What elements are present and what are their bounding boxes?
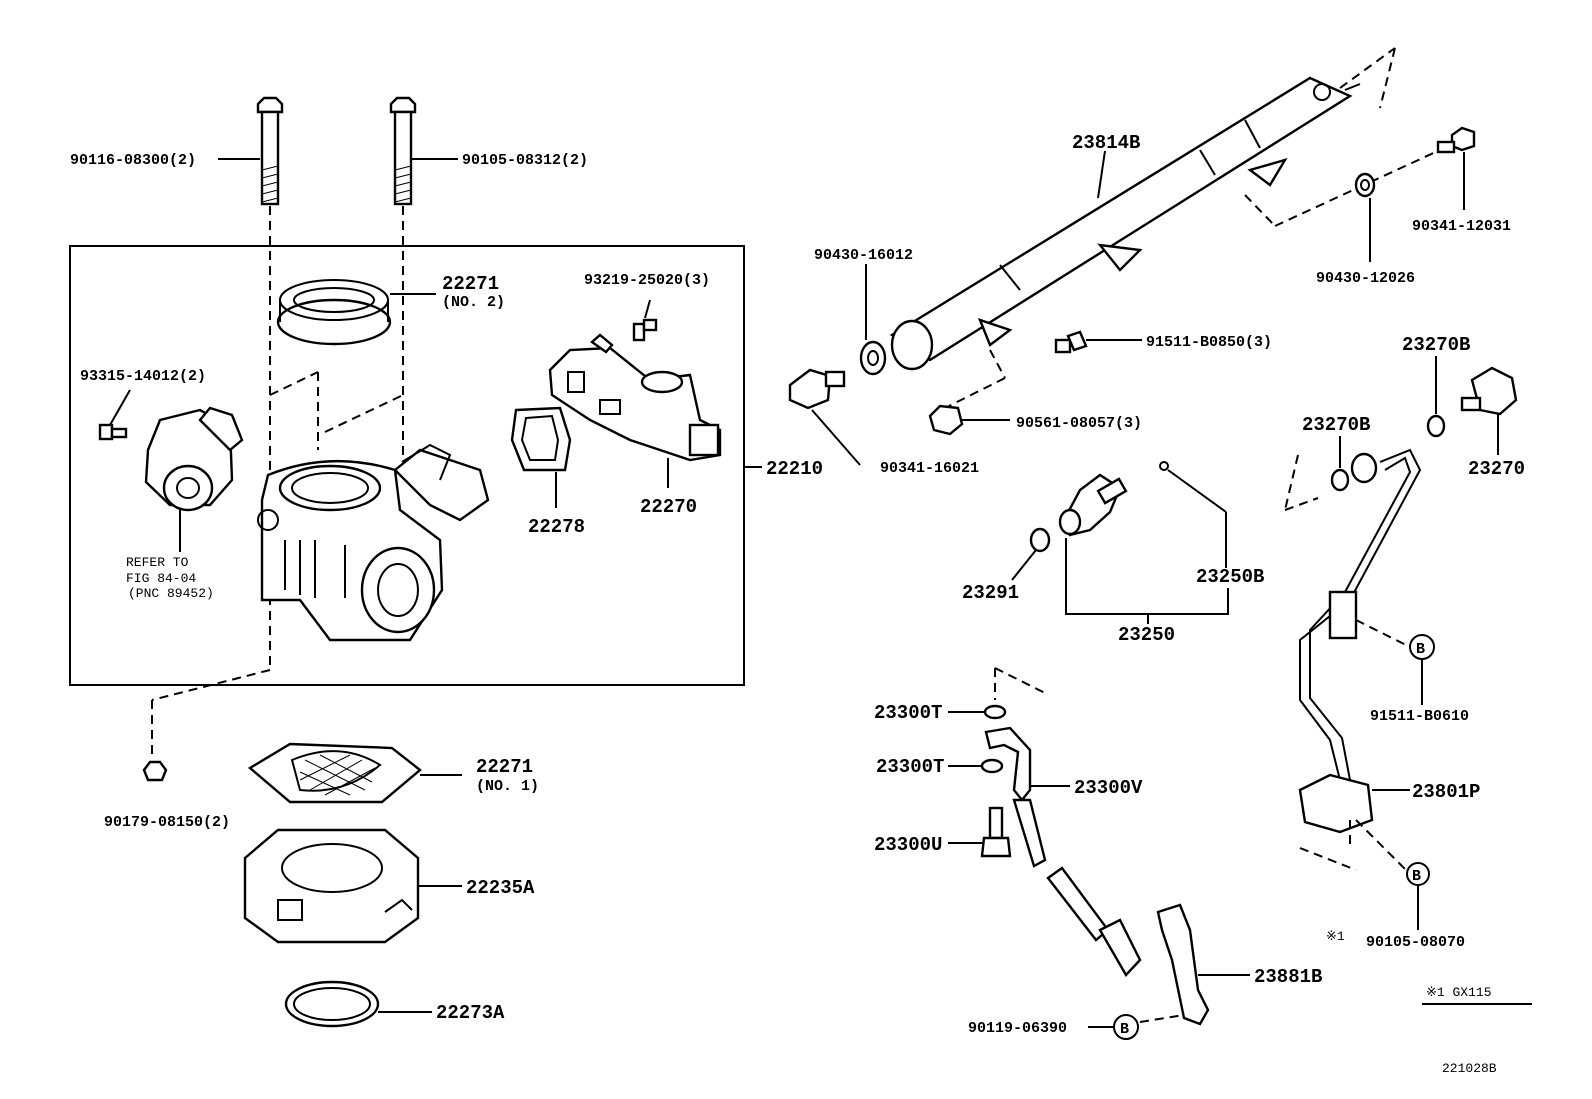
callout-b-left: B [1113, 1014, 1139, 1040]
collar-90561-08057 [928, 404, 964, 436]
washer-23270B-b [1426, 414, 1446, 438]
label-22273A: 22273A [436, 1002, 505, 1024]
bolt-91511-B0850 [1054, 330, 1088, 354]
gasket-22273A [284, 980, 380, 1028]
throttle-position-sensor [144, 406, 244, 512]
label-22271-no2: 22271 [442, 273, 499, 295]
label-23291: 23291 [962, 582, 1019, 604]
label-22271-no1: 22271 [476, 756, 533, 778]
callout-b-lower-text: B [1412, 868, 1421, 885]
spacer-22235A [243, 828, 420, 944]
union-bolt-90341-16021 [788, 368, 846, 410]
label-90561-08057: 90561-08057(3) [1016, 415, 1142, 432]
label-23270B-a: 23270B [1302, 414, 1370, 436]
footnote-gx115: ※1 GX115 [1426, 985, 1492, 1000]
callout-b-left-text: B [1120, 1021, 1129, 1038]
idle-air-control-valve [548, 333, 722, 462]
label-22235A: 22235A [466, 877, 535, 899]
callout-b-upper-text: B [1416, 641, 1425, 658]
label-90105-08070: 90105-08070 [1366, 934, 1465, 951]
label-23881B: 23881B [1254, 966, 1322, 988]
refer-note-line2: FIG 84-04 [126, 571, 196, 586]
throttle-body [257, 443, 490, 642]
screw-93219-25020 [632, 318, 658, 342]
label-22278: 22278 [528, 516, 585, 538]
washer-90430-16012 [859, 340, 887, 376]
throttle-body-assembly-box [69, 245, 745, 686]
label-22270: 22270 [640, 496, 697, 518]
label-mark-x1: ※1 [1326, 929, 1345, 944]
label-90341-12031: 90341-12031 [1412, 218, 1511, 235]
bolt-23300U [980, 806, 1012, 858]
figure-id: 221028B [1442, 1061, 1497, 1076]
bolt-90116-08300 [256, 96, 284, 206]
label-23801P: 23801P [1412, 781, 1480, 803]
gasket-22278 [510, 406, 572, 472]
label-22271-no1-sub: (NO. 1) [476, 778, 539, 795]
o-ring-23250B [1159, 461, 1169, 471]
label-90116-08300: 90116-08300(2) [70, 152, 196, 169]
label-23250: 23250 [1118, 624, 1175, 646]
label-90341-16021: 90341-16021 [880, 460, 979, 477]
fuel-hose-23300V [984, 726, 1142, 978]
label-23270: 23270 [1468, 458, 1525, 480]
label-23300T-a: 23300T [874, 702, 942, 724]
refer-note-line1: REFER TO [126, 555, 189, 570]
gasket-22271-no2 [276, 279, 392, 346]
label-22210: 22210 [766, 458, 823, 480]
fuel-injector-23250 [1058, 473, 1128, 537]
callout-b-upper: B [1409, 634, 1435, 660]
callout-b-lower: B [1406, 862, 1430, 886]
label-23270B-b: 23270B [1402, 334, 1470, 356]
label-90179-08150: 90179-08150(2) [104, 814, 230, 831]
label-93315-14012: 93315-14012(2) [80, 368, 206, 385]
label-90119-06390: 90119-06390 [968, 1020, 1067, 1037]
label-93219-25020: 93219-25020(3) [584, 272, 710, 289]
bolt-90341-12031 [1436, 126, 1476, 154]
bolt-90105-08312 [389, 96, 417, 206]
screw-93315-14012 [98, 423, 128, 441]
bolt-90179-08150 [142, 760, 168, 782]
label-23300U: 23300U [874, 834, 942, 856]
refer-note-line3: (PNC 89452) [128, 586, 214, 601]
washer-90430-12026 [1354, 172, 1376, 198]
fuel-pipe-23801P [1298, 448, 1422, 834]
label-90430-16012: 90430-16012 [814, 247, 913, 264]
label-23250B: 23250B [1196, 566, 1264, 588]
label-23300V: 23300V [1074, 777, 1143, 799]
clamp-23881B [1156, 903, 1210, 1026]
gasket-23300T-b [980, 758, 1004, 774]
label-91511-B0610: 91511-B0610 [1370, 708, 1469, 725]
label-90430-12026: 90430-12026 [1316, 270, 1415, 287]
label-22271-no2-sub: (NO. 2) [442, 294, 505, 311]
washer-23270B-a [1330, 468, 1350, 492]
gasket-23300T-a [983, 704, 1007, 720]
fuel-delivery-pipe-23814B [889, 76, 1361, 371]
pulsation-damper-23270 [1460, 366, 1518, 416]
label-23300T-b: 23300T [876, 756, 944, 778]
label-91511-B0850: 91511-B0850(3) [1146, 334, 1272, 351]
insulator-23291 [1029, 527, 1051, 553]
gasket-22271-no1 [247, 742, 422, 804]
label-23814B: 23814B [1072, 132, 1140, 154]
label-90105-08312: 90105-08312(2) [462, 152, 588, 169]
